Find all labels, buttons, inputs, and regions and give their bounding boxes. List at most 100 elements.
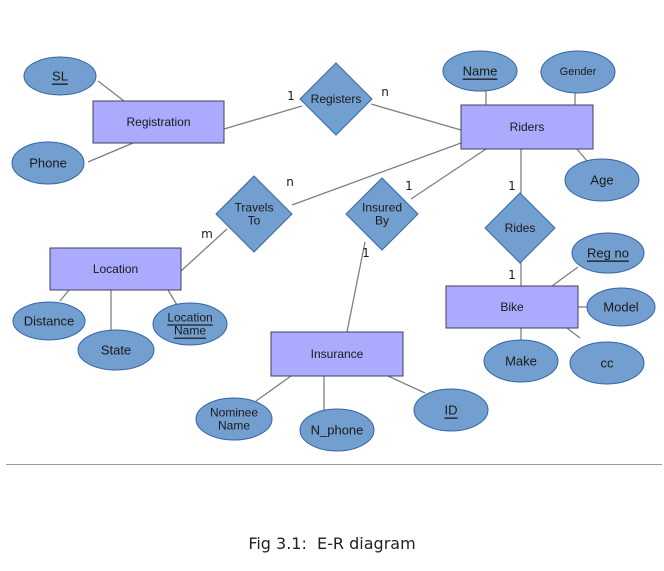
attribute-reg-no: Reg no	[571, 232, 645, 274]
cardinality-insured-riders: 1	[405, 179, 413, 193]
cardinality-rides-bike: 1	[508, 268, 516, 282]
entity-location: Location	[49, 247, 182, 291]
attribute-label: Distance	[24, 314, 75, 329]
attribute-id: ID	[413, 388, 489, 432]
connector-line	[87, 142, 134, 163]
attribute-ellipse	[586, 287, 656, 327]
attribute-ellipse	[11, 141, 85, 185]
attribute-ellipse	[483, 339, 559, 383]
entity-box	[445, 285, 579, 329]
attribute-label: Make	[505, 354, 537, 369]
entity-box	[92, 100, 225, 144]
attribute-distance: Distance	[12, 301, 86, 341]
entity-label: Location	[93, 262, 138, 276]
attribute-ellipse	[571, 232, 645, 274]
connector-line	[576, 148, 588, 162]
attribute-cc: cc	[569, 341, 645, 385]
attribute-label: Age	[590, 173, 613, 188]
connector-line	[291, 142, 462, 206]
attribute-label: N_phone	[311, 423, 364, 438]
attribute-gender: Gender	[540, 50, 616, 94]
relationship-rides: Rides	[484, 192, 556, 264]
relationship-diamond	[484, 192, 556, 264]
entity-insurance: Insurance	[270, 331, 404, 377]
entity-label: Bike	[500, 300, 524, 314]
attribute-ellipse	[195, 397, 273, 441]
entity-label: Riders	[510, 120, 545, 134]
attribute-ellipse	[12, 301, 86, 341]
entity-riders: Riders	[460, 104, 594, 150]
figure-caption: Fig 3.1: E-R diagram	[248, 534, 416, 553]
connector-line	[566, 327, 581, 339]
connector-line	[59, 289, 70, 302]
attribute-name: Name	[442, 50, 518, 92]
connector-line	[180, 228, 228, 272]
connector-line	[346, 241, 366, 333]
key-attribute-label: Reg no	[587, 246, 629, 261]
connector-line	[255, 375, 292, 402]
relationship-label: Travels	[235, 200, 274, 214]
relationship-label: Registers	[311, 92, 362, 106]
key-attribute-label: ID	[445, 403, 458, 418]
relationship-diamond	[215, 175, 293, 253]
attribute-model: Model	[586, 287, 656, 327]
attribute-make: Make	[483, 339, 559, 383]
relationship-registers: Registers	[299, 62, 373, 136]
attribute-label: cc	[601, 356, 615, 371]
attribute-phone: Phone	[11, 141, 85, 185]
attribute-ellipse	[152, 302, 228, 346]
attribute-ellipse	[564, 158, 640, 202]
attribute-label: State	[101, 343, 131, 358]
cardinality-rides-riders: 1	[508, 179, 516, 193]
relationship-diamond	[345, 177, 419, 251]
attribute-label: Name	[218, 419, 250, 433]
connector-line	[551, 266, 579, 287]
attribute-ellipse	[23, 56, 97, 96]
cardinality-insured-insurance: 1	[362, 246, 370, 260]
connector-line	[223, 105, 303, 130]
caption-divider	[6, 464, 662, 465]
entity-box	[49, 247, 182, 291]
connector-line	[410, 148, 487, 200]
attribute-ellipse	[77, 329, 155, 371]
key-attribute-label: Name	[174, 324, 206, 338]
attribute-ellipse	[442, 50, 518, 92]
connector-lines	[59, 80, 588, 410]
relationship-diamond	[299, 62, 373, 136]
relationship-label: By	[375, 214, 389, 228]
entity-bike: Bike	[445, 285, 579, 329]
attribute-sl: SL	[23, 56, 97, 96]
attribute-label: Model	[603, 300, 639, 315]
attribute-label: Gender	[560, 66, 597, 78]
entity-label: Registration	[126, 115, 190, 129]
attribute-ellipse	[569, 341, 645, 385]
attribute-label: Nominee	[210, 405, 258, 419]
relationship-label: To	[248, 214, 261, 228]
connector-line	[167, 289, 178, 306]
attribute-n-phone: N_phone	[299, 408, 375, 452]
key-attribute-label: Location	[167, 310, 212, 324]
entity-box	[460, 104, 594, 150]
entity-label: Insurance	[311, 347, 364, 361]
cardinality-registers-riders: n	[381, 85, 389, 99]
key-attribute-label: Name	[463, 64, 498, 79]
attribute-label: Phone	[29, 156, 67, 171]
attribute-ellipse	[299, 408, 375, 452]
attribute-state: State	[77, 329, 155, 371]
cardinality-registers-registration: 1	[287, 89, 295, 103]
attribute-ellipse	[413, 388, 489, 432]
connector-line	[387, 375, 426, 394]
attribute-ellipse	[540, 50, 616, 94]
entity-box	[270, 331, 404, 377]
connector-line	[370, 103, 462, 131]
entity-registration: Registration	[92, 100, 225, 144]
relationship-label: Rides	[505, 221, 536, 235]
attribute-age: Age	[564, 158, 640, 202]
